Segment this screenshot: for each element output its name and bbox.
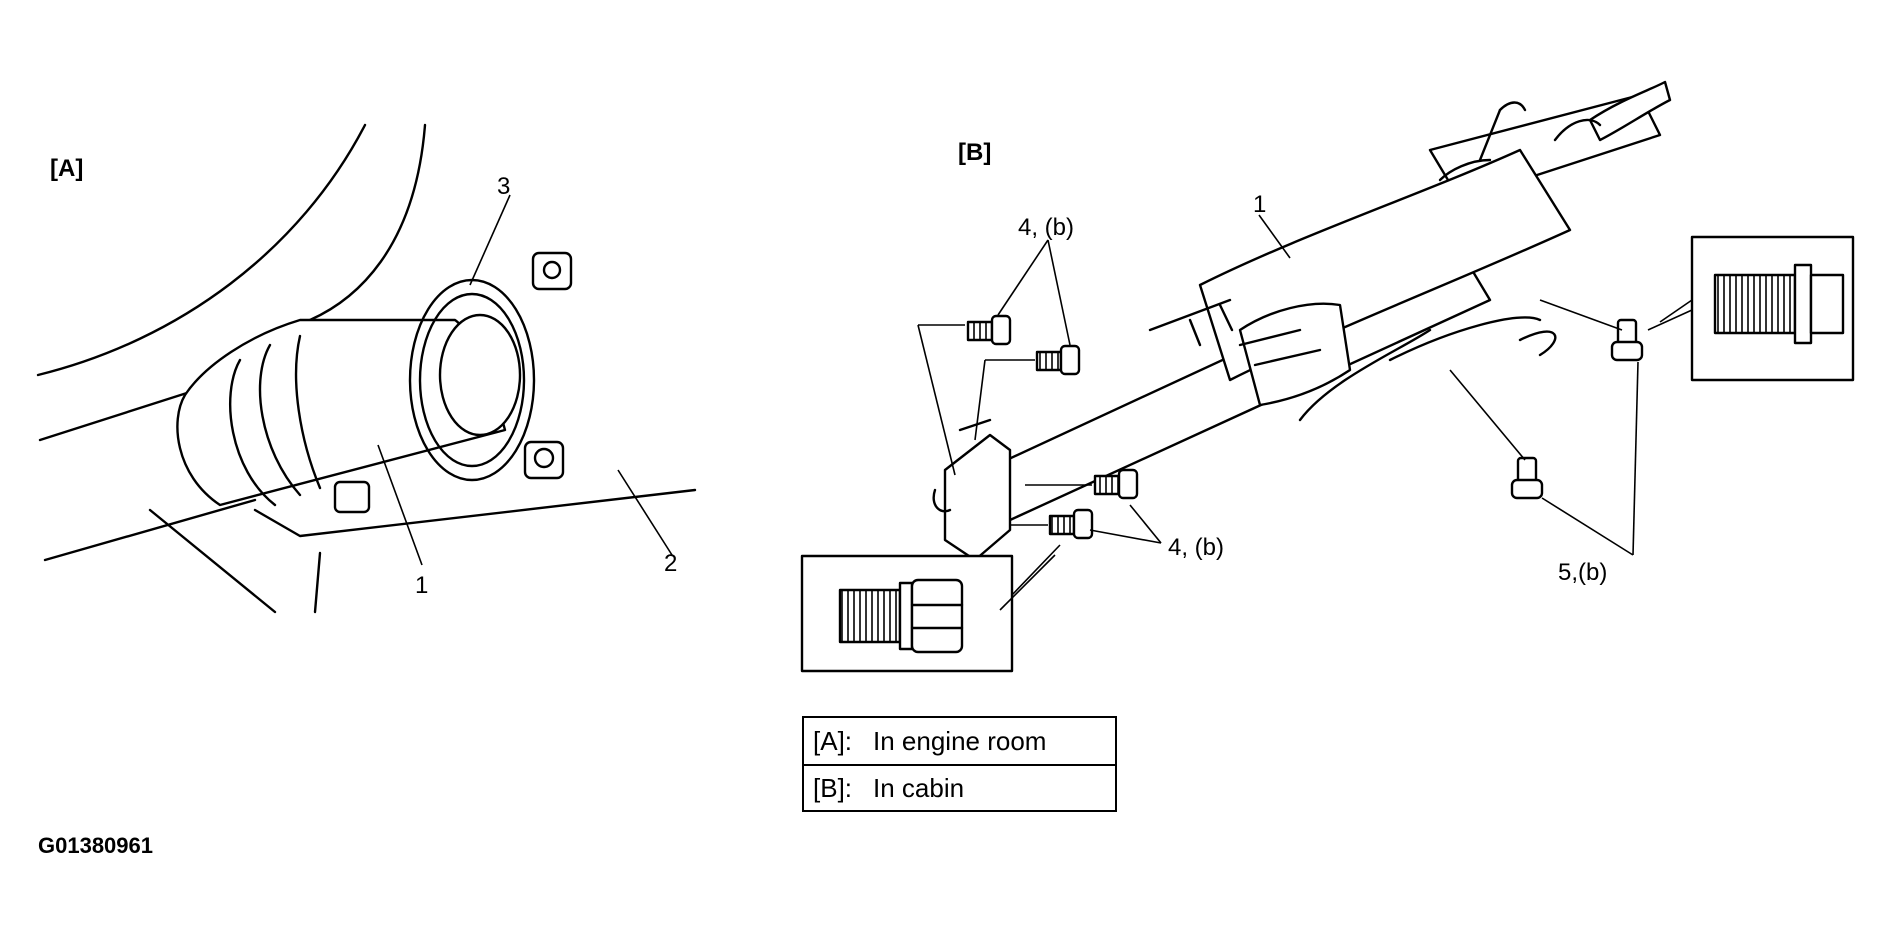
inset-flange-bolt: [1647, 235, 1855, 382]
steering-shaft: [38, 390, 277, 614]
steering-column-assembly: [983, 80, 1672, 522]
callout-a-1: 1: [415, 572, 428, 599]
panel-a-label: [A]: [50, 155, 83, 182]
legend-value-b: In cabin: [873, 773, 964, 803]
panel-b-label: [B]: [958, 139, 991, 166]
legend-row: [A]: In engine room: [813, 726, 1046, 756]
inset-washer-bolt: [800, 544, 1061, 673]
legend-key-a: [A]:: [813, 726, 852, 756]
callout-b-4-bottom: 4, (b): [1168, 534, 1224, 561]
figure-id: G01380961: [38, 833, 153, 858]
installation-lines: [917, 299, 1623, 526]
panel-b-cabin: [B]: [800, 80, 1855, 673]
firewall-outline: [36, 123, 427, 377]
clip-nuts: [333, 251, 573, 514]
legend-value-a: In engine room: [873, 726, 1046, 756]
panel-a-engine-room: [A]: [36, 123, 697, 614]
legend-table: [A]: In engine room [B]: In cabin: [802, 716, 1117, 812]
panel-b-leaders: [997, 214, 1639, 556]
legend-row: [B]: In cabin: [813, 773, 964, 803]
panel-a-leaders: [377, 194, 673, 566]
bolts-4-lower: [1048, 468, 1139, 540]
callout-b-5: 5,(b): [1558, 559, 1607, 586]
callout-a-2: 2: [664, 550, 677, 577]
bolts-4-upper: [966, 314, 1081, 376]
bolts-5: [1510, 318, 1644, 500]
steering-column-tube: [176, 313, 522, 507]
callout-a-3: 3: [497, 173, 510, 200]
legend-key-b: [B]:: [813, 773, 852, 803]
dash-panel-plate: [253, 488, 697, 614]
callout-b-4-top: 4, (b): [1018, 214, 1074, 241]
lower-mounting-bracket: [932, 418, 1012, 562]
callout-b-1: 1: [1253, 191, 1266, 218]
